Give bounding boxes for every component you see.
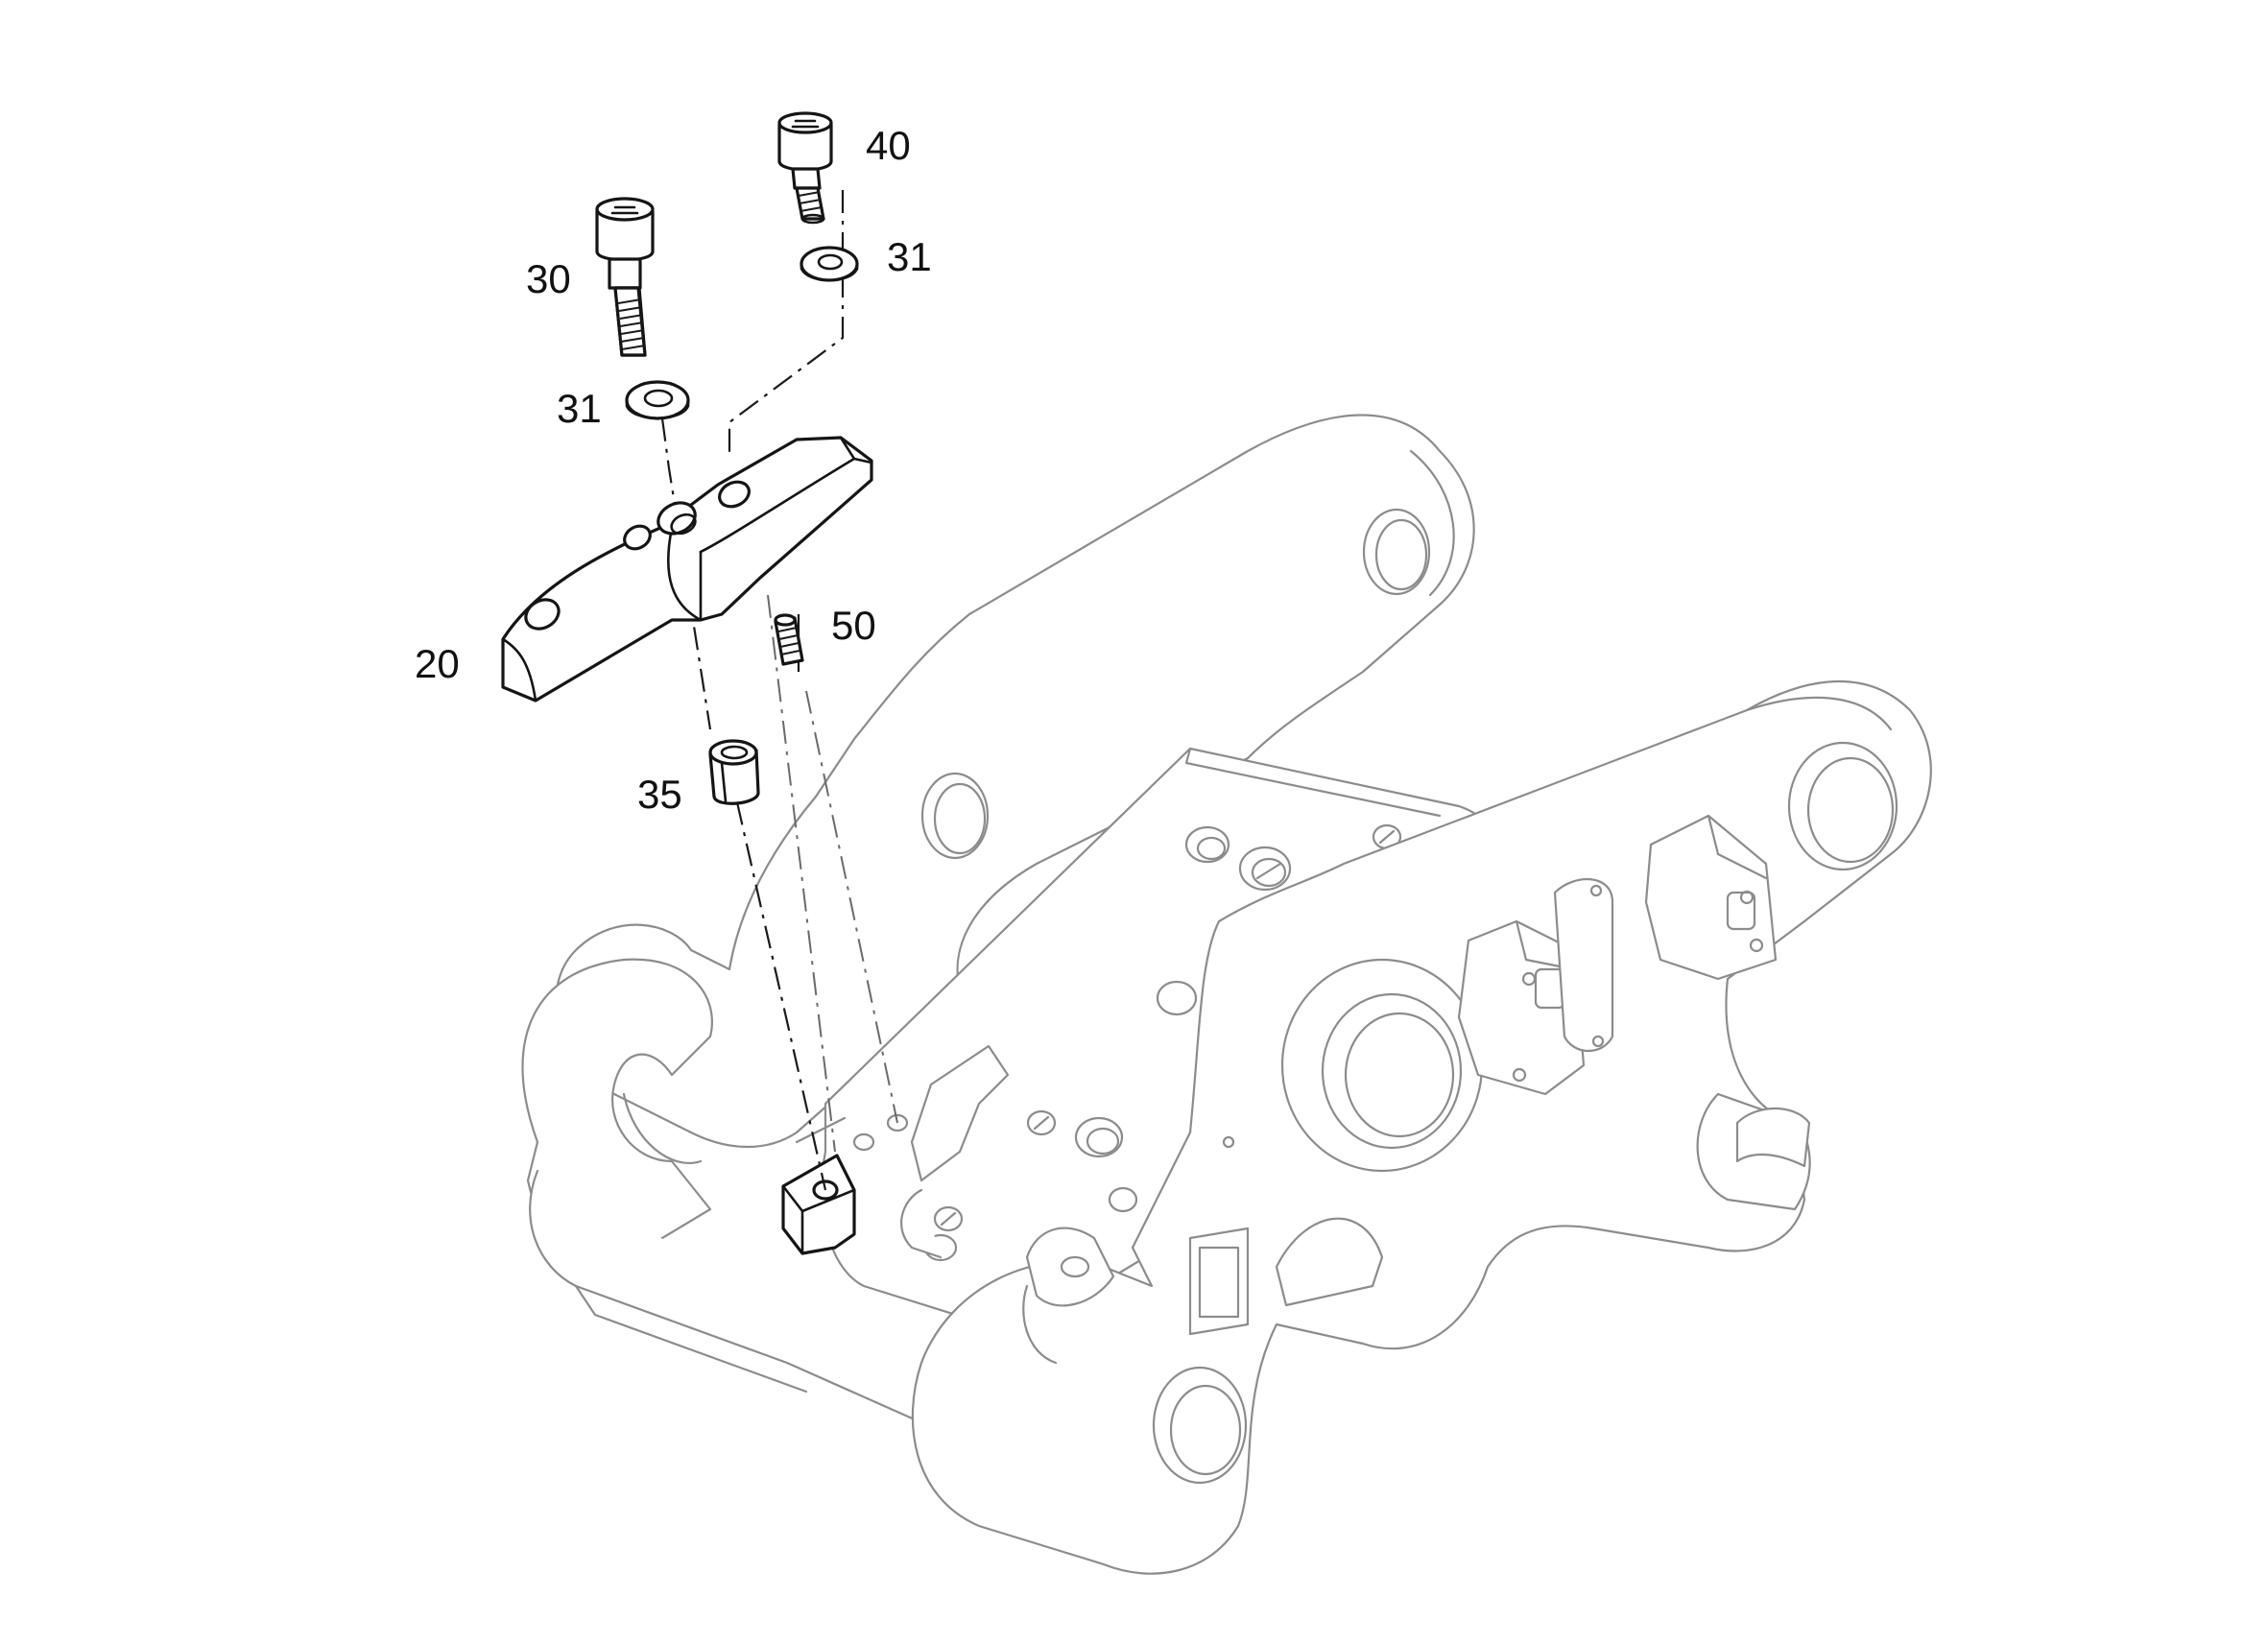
- clamp-bar-part-20: [501, 436, 873, 703]
- callout-31-right: 31: [887, 234, 932, 279]
- cap-screw-part-40: [777, 111, 833, 225]
- callout-20: 20: [415, 641, 460, 686]
- callout-50: 50: [831, 603, 876, 648]
- cap-screw-part-30: [595, 197, 655, 357]
- bushing-part-35: [708, 739, 760, 805]
- callout-30: 30: [526, 256, 571, 301]
- quick-coupler-frame: [521, 414, 1932, 1575]
- washer-part-31-left: [625, 380, 690, 420]
- mounting-block: [781, 1113, 909, 1255]
- washer-part-31-right: [800, 246, 859, 282]
- pin-part-50: [774, 613, 804, 666]
- callout-35: 35: [637, 772, 682, 817]
- callout-31-left: 31: [557, 386, 602, 431]
- callout-40: 40: [866, 123, 911, 168]
